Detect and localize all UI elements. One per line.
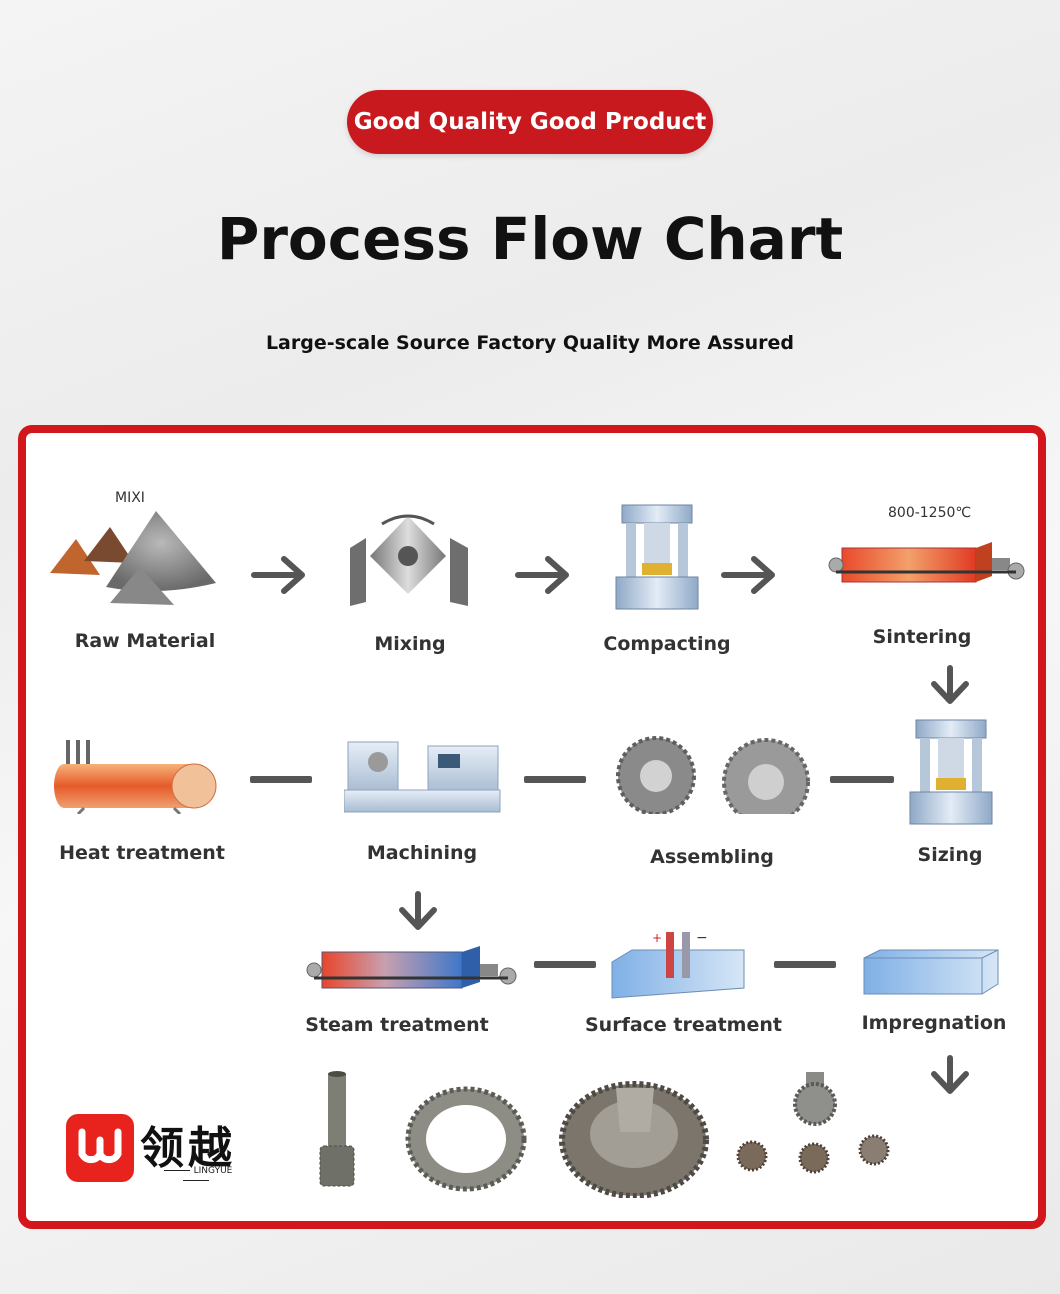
quality-badge: Good Quality Good Product	[347, 90, 713, 154]
raw-material-powder-piles	[50, 511, 216, 605]
temperature-note: 800-1250℃	[888, 505, 972, 521]
step-impregnation-label: Impregnation	[861, 1012, 1007, 1034]
step-steam-treatment-label: Steam treatment	[305, 1014, 489, 1036]
sintering-furnace	[828, 542, 1025, 583]
step-machining-label: Machining	[366, 842, 478, 864]
steam-treatment-furnace	[306, 946, 517, 989]
product-small-pinion-gears	[736, 1072, 890, 1174]
arrow-right-icon	[721, 556, 775, 594]
arrow-right-icon	[251, 556, 305, 594]
step-assembling-label: Assembling	[650, 846, 774, 868]
arrow-right-icon	[515, 556, 569, 594]
mix-note: MIXI	[115, 490, 145, 506]
product-splined-shaft	[319, 1071, 355, 1187]
impregnation-tank	[863, 949, 999, 995]
sizing-press	[909, 719, 993, 825]
page-subtitle: Large-scale Source Factory Quality More …	[265, 332, 795, 354]
product-ring-gear	[405, 1086, 527, 1192]
arrow-down-icon	[931, 665, 969, 704]
step-sizing-label: Sizing	[917, 844, 983, 866]
mixing-machine	[350, 514, 468, 606]
surface-treatment-tank: + −	[611, 930, 745, 999]
svg-text:−: −	[696, 930, 708, 946]
arrow-down-icon	[399, 891, 437, 930]
step-mixing-label: Mixing	[374, 633, 446, 655]
compacting-press	[615, 504, 699, 610]
machining-lathe	[344, 741, 501, 813]
connector-line	[830, 776, 894, 783]
connector-line	[250, 776, 312, 783]
heat-treatment-furnace	[54, 740, 217, 814]
connector-line	[774, 961, 836, 968]
step-compacting-label: Compacting	[603, 633, 731, 655]
step-raw-material-label: Raw Material	[74, 630, 216, 652]
step-heat-treatment-label: Heat treatment	[59, 842, 225, 864]
logo-english-name: LINGYUE	[146, 1166, 246, 1186]
lingyue-logo-icon	[66, 1114, 134, 1182]
step-sintering-label: Sintering	[872, 626, 972, 648]
page-title: Process Flow Chart	[216, 205, 844, 273]
svg-text:+: +	[652, 931, 662, 945]
connector-line	[534, 961, 596, 968]
connector-line	[524, 776, 586, 783]
quality-badge-text: Good Quality Good Product	[353, 109, 707, 135]
step-surface-treatment-label: Surface treatment	[585, 1014, 782, 1036]
product-bevel-gear	[559, 1081, 709, 1198]
assembling-gears	[616, 736, 810, 814]
arrow-down-icon	[931, 1055, 969, 1094]
